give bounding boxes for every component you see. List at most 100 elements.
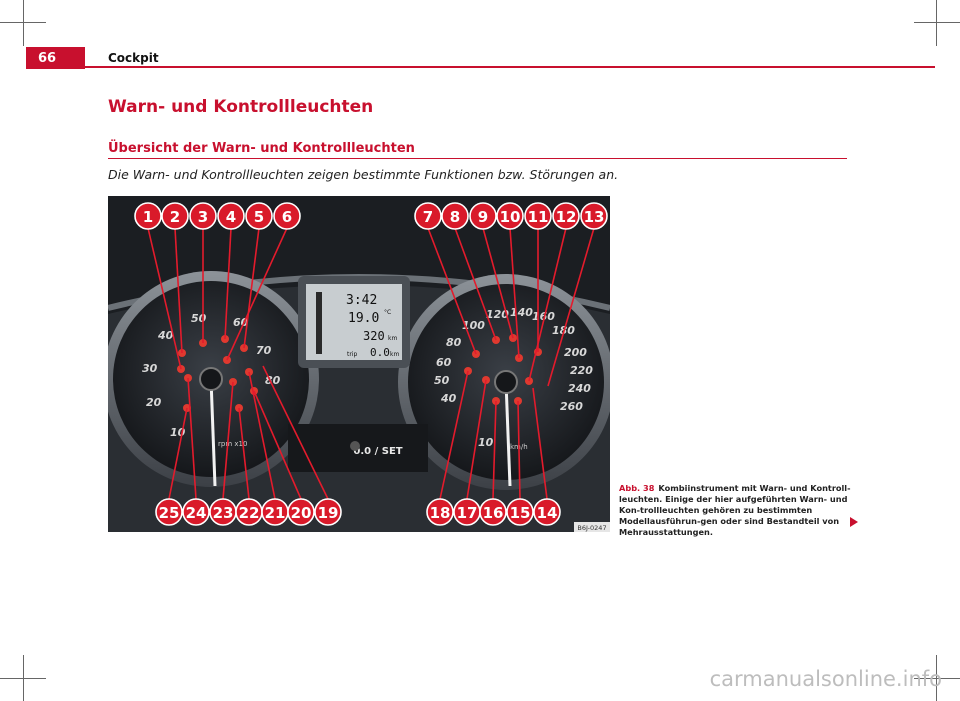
display-distance: 320 (363, 329, 385, 343)
callout-number: 12 (556, 208, 577, 226)
callout-number: 10 (500, 208, 521, 226)
callout-marker: 2 (161, 202, 189, 230)
display-time: 3:42 (346, 293, 377, 308)
tach-label: 30 (142, 362, 158, 375)
callout-number: 11 (528, 208, 549, 226)
subtitle-rule (108, 158, 847, 159)
callout-number: 17 (457, 504, 478, 522)
callout-marker: 9 (469, 202, 497, 230)
callout-marker: 7 (414, 202, 442, 230)
callout-number: 8 (450, 208, 460, 226)
callout-number: 18 (430, 504, 451, 522)
tachometer-hub (199, 367, 223, 391)
rpm-unit: rpm x10 (218, 440, 247, 448)
callout-marker: 3 (189, 202, 217, 230)
speed-label: 260 (560, 400, 583, 413)
display-trip-value: 0.0 (370, 346, 390, 359)
callout-marker: 23 (209, 498, 237, 526)
callout-marker: 4 (217, 202, 245, 230)
crop-mark (936, 655, 937, 701)
callout-number: 23 (213, 504, 234, 522)
speed-label: 200 (564, 346, 587, 359)
callout-marker: 8 (441, 202, 469, 230)
section-title: Cockpit (108, 51, 159, 65)
callout-marker: 13 (580, 202, 608, 230)
intro-text: Die Warn- und Kontrollleuchten zeigen be… (108, 167, 619, 182)
figure-code: B6J-0247 (577, 524, 606, 532)
callout-marker: 5 (245, 202, 273, 230)
callout-number: 24 (186, 504, 207, 522)
callout-number: 2 (170, 208, 180, 226)
callout-marker: 12 (552, 202, 580, 230)
callout-number: 9 (478, 208, 488, 226)
callout-marker: 25 (155, 498, 183, 526)
speed-label: 10 (478, 436, 494, 449)
speed-label: 240 (568, 382, 591, 395)
callout-number: 16 (483, 504, 504, 522)
caption-label: Abb. 38 (619, 483, 655, 493)
continue-arrow-icon (850, 517, 858, 527)
instrument-cluster-figure: 3:42 19.0 °C 320 km trip 0.0 km 0.0 / SE… (108, 196, 610, 532)
speedometer-hub (494, 370, 518, 394)
callout-number: 7 (423, 208, 433, 226)
page-title: Warn- und Kontrollleuchten (108, 97, 374, 117)
callout-marker: 14 (533, 498, 561, 526)
callout-number: 21 (265, 504, 286, 522)
callouts-top: 1 2 3 4 5 6 7 8 9 10 11 12 13 (134, 202, 608, 230)
set-label: 0.0 / SET (353, 446, 402, 457)
callout-leaders (147, 227, 595, 500)
callout-marker: 19 (314, 498, 342, 526)
tachometer-needle (209, 378, 217, 487)
caption-text: Kombiinstrument mit Warn- und Kontroll-l… (619, 483, 851, 537)
callout-number: 22 (239, 504, 260, 522)
callout-marker: 10 (496, 202, 524, 230)
callout-number: 25 (159, 504, 180, 522)
callout-marker: 11 (524, 202, 552, 230)
reset-knob (350, 441, 360, 451)
callout-number: 5 (254, 208, 264, 226)
callout-marker: 24 (182, 498, 210, 526)
display-trip-label: trip (347, 351, 357, 358)
callout-marker: 22 (235, 498, 263, 526)
callout-marker: 15 (506, 498, 534, 526)
crop-mark (914, 22, 960, 23)
display-temp-unit: °C (384, 309, 391, 316)
section-subtitle: Übersicht der Warn- und Kontrollleuchten (108, 141, 415, 156)
callout-marker: 21 (261, 498, 289, 526)
speed-label: 50 (434, 374, 450, 387)
header-rule (85, 66, 935, 68)
callout-number: 1 (143, 208, 153, 226)
callout-number: 3 (198, 208, 208, 226)
fuel-bar (316, 292, 322, 354)
speed-label: 220 (570, 364, 593, 377)
callout-number: 15 (510, 504, 531, 522)
callout-marker: 18 (426, 498, 454, 526)
speed-label: 140 (510, 306, 533, 319)
speed-label: 80 (446, 336, 462, 349)
tach-label: 50 (191, 312, 207, 325)
callout-number: 6 (282, 208, 292, 226)
callout-marker: 16 (479, 498, 507, 526)
page-number: 66 (26, 47, 85, 69)
figure-code-box (574, 522, 610, 532)
callout-number: 13 (584, 208, 605, 226)
callout-number: 19 (318, 504, 339, 522)
display-distance-unit: km (388, 335, 397, 342)
display-trip-unit: km (390, 351, 399, 358)
tach-label: 20 (146, 396, 162, 409)
crop-mark (936, 0, 937, 46)
callout-marker: 20 (287, 498, 315, 526)
callout-marker: 1 (134, 202, 162, 230)
tach-label: 40 (157, 329, 174, 342)
callout-number: 20 (291, 504, 312, 522)
crop-mark (23, 0, 24, 46)
speed-label: 60 (436, 356, 452, 369)
speedometer-needle (504, 381, 512, 487)
cluster-illustration: 3:42 19.0 °C 320 km trip 0.0 km 0.0 / SE… (108, 202, 610, 532)
crop-mark (23, 655, 24, 701)
callout-marker: 6 (273, 202, 301, 230)
callout-number: 14 (537, 504, 558, 522)
tach-label: 70 (256, 344, 272, 357)
callout-marker: 17 (453, 498, 481, 526)
